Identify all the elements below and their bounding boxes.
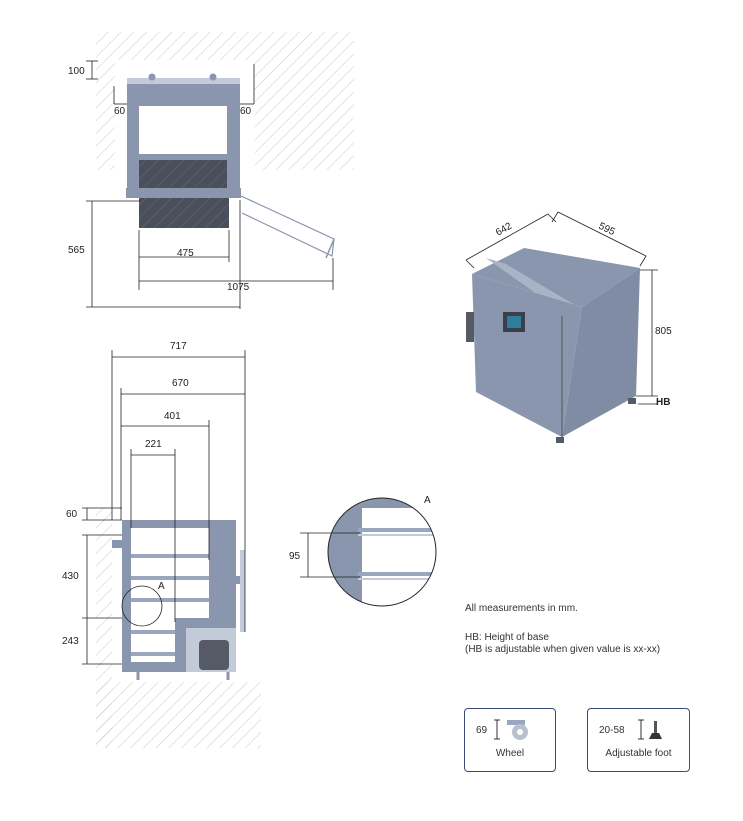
detail-a-callout [121, 585, 163, 627]
dim-detail-95: 95 [289, 551, 301, 562]
dim-iso-642: 642 [494, 221, 514, 239]
dim-side-60: 60 [66, 509, 78, 520]
detail-label-a: A [424, 495, 431, 506]
detail-view: 95 A [289, 495, 437, 607]
dim-iso-805: 805 [655, 326, 672, 337]
iso-side [562, 268, 640, 437]
top-glass [139, 106, 227, 154]
dim-top-100: 100 [68, 66, 85, 77]
dim-side-221: 221 [145, 439, 162, 450]
dim-side-243: 243 [62, 636, 79, 647]
dim-iso-hb: HB [656, 397, 670, 408]
dim-side-430: 430 [62, 571, 79, 582]
dim-top-1075: 1075 [227, 282, 250, 293]
note-measurements: All measurements in mm. [465, 603, 578, 614]
top-view: 100 60 60 565 475 1075 [68, 32, 354, 309]
iso-front [472, 274, 582, 437]
dim-side-717: 717 [170, 341, 187, 352]
dim-top-60-left: 60 [114, 106, 126, 117]
detail-marker-a: A [158, 581, 165, 592]
adjustable-foot-label: Adjustable foot [605, 748, 672, 759]
note-hb: HB: Height of base [465, 632, 549, 643]
iso-top [472, 248, 640, 307]
adjustable-foot-value: 20-58 [599, 725, 625, 736]
wheel-card: 69 Wheel [464, 708, 556, 772]
dim-side-401: 401 [164, 411, 181, 422]
dim-top-565: 565 [68, 245, 85, 256]
wheel-label: Wheel [495, 748, 525, 759]
dim-top-60-right: 60 [240, 106, 252, 117]
floor-hatch [96, 682, 261, 748]
wheel-icon [494, 719, 528, 740]
iso-view: 642 595 805 HB [465, 211, 672, 443]
compressor [199, 640, 229, 670]
adjustable-foot-icon [638, 719, 662, 740]
dim-iso-595: 595 [597, 221, 617, 238]
dim-side-670: 670 [172, 378, 189, 389]
dim-top-475: 475 [177, 248, 194, 259]
adjustable-foot-card: 20-58 Adjustable foot [587, 708, 690, 772]
side-view: 717 670 401 221 60 430 243 A [62, 341, 261, 748]
wheel-value: 69 [476, 725, 488, 736]
note-hb-adjustable: (HB is adjustable when given value is xx… [465, 644, 661, 655]
